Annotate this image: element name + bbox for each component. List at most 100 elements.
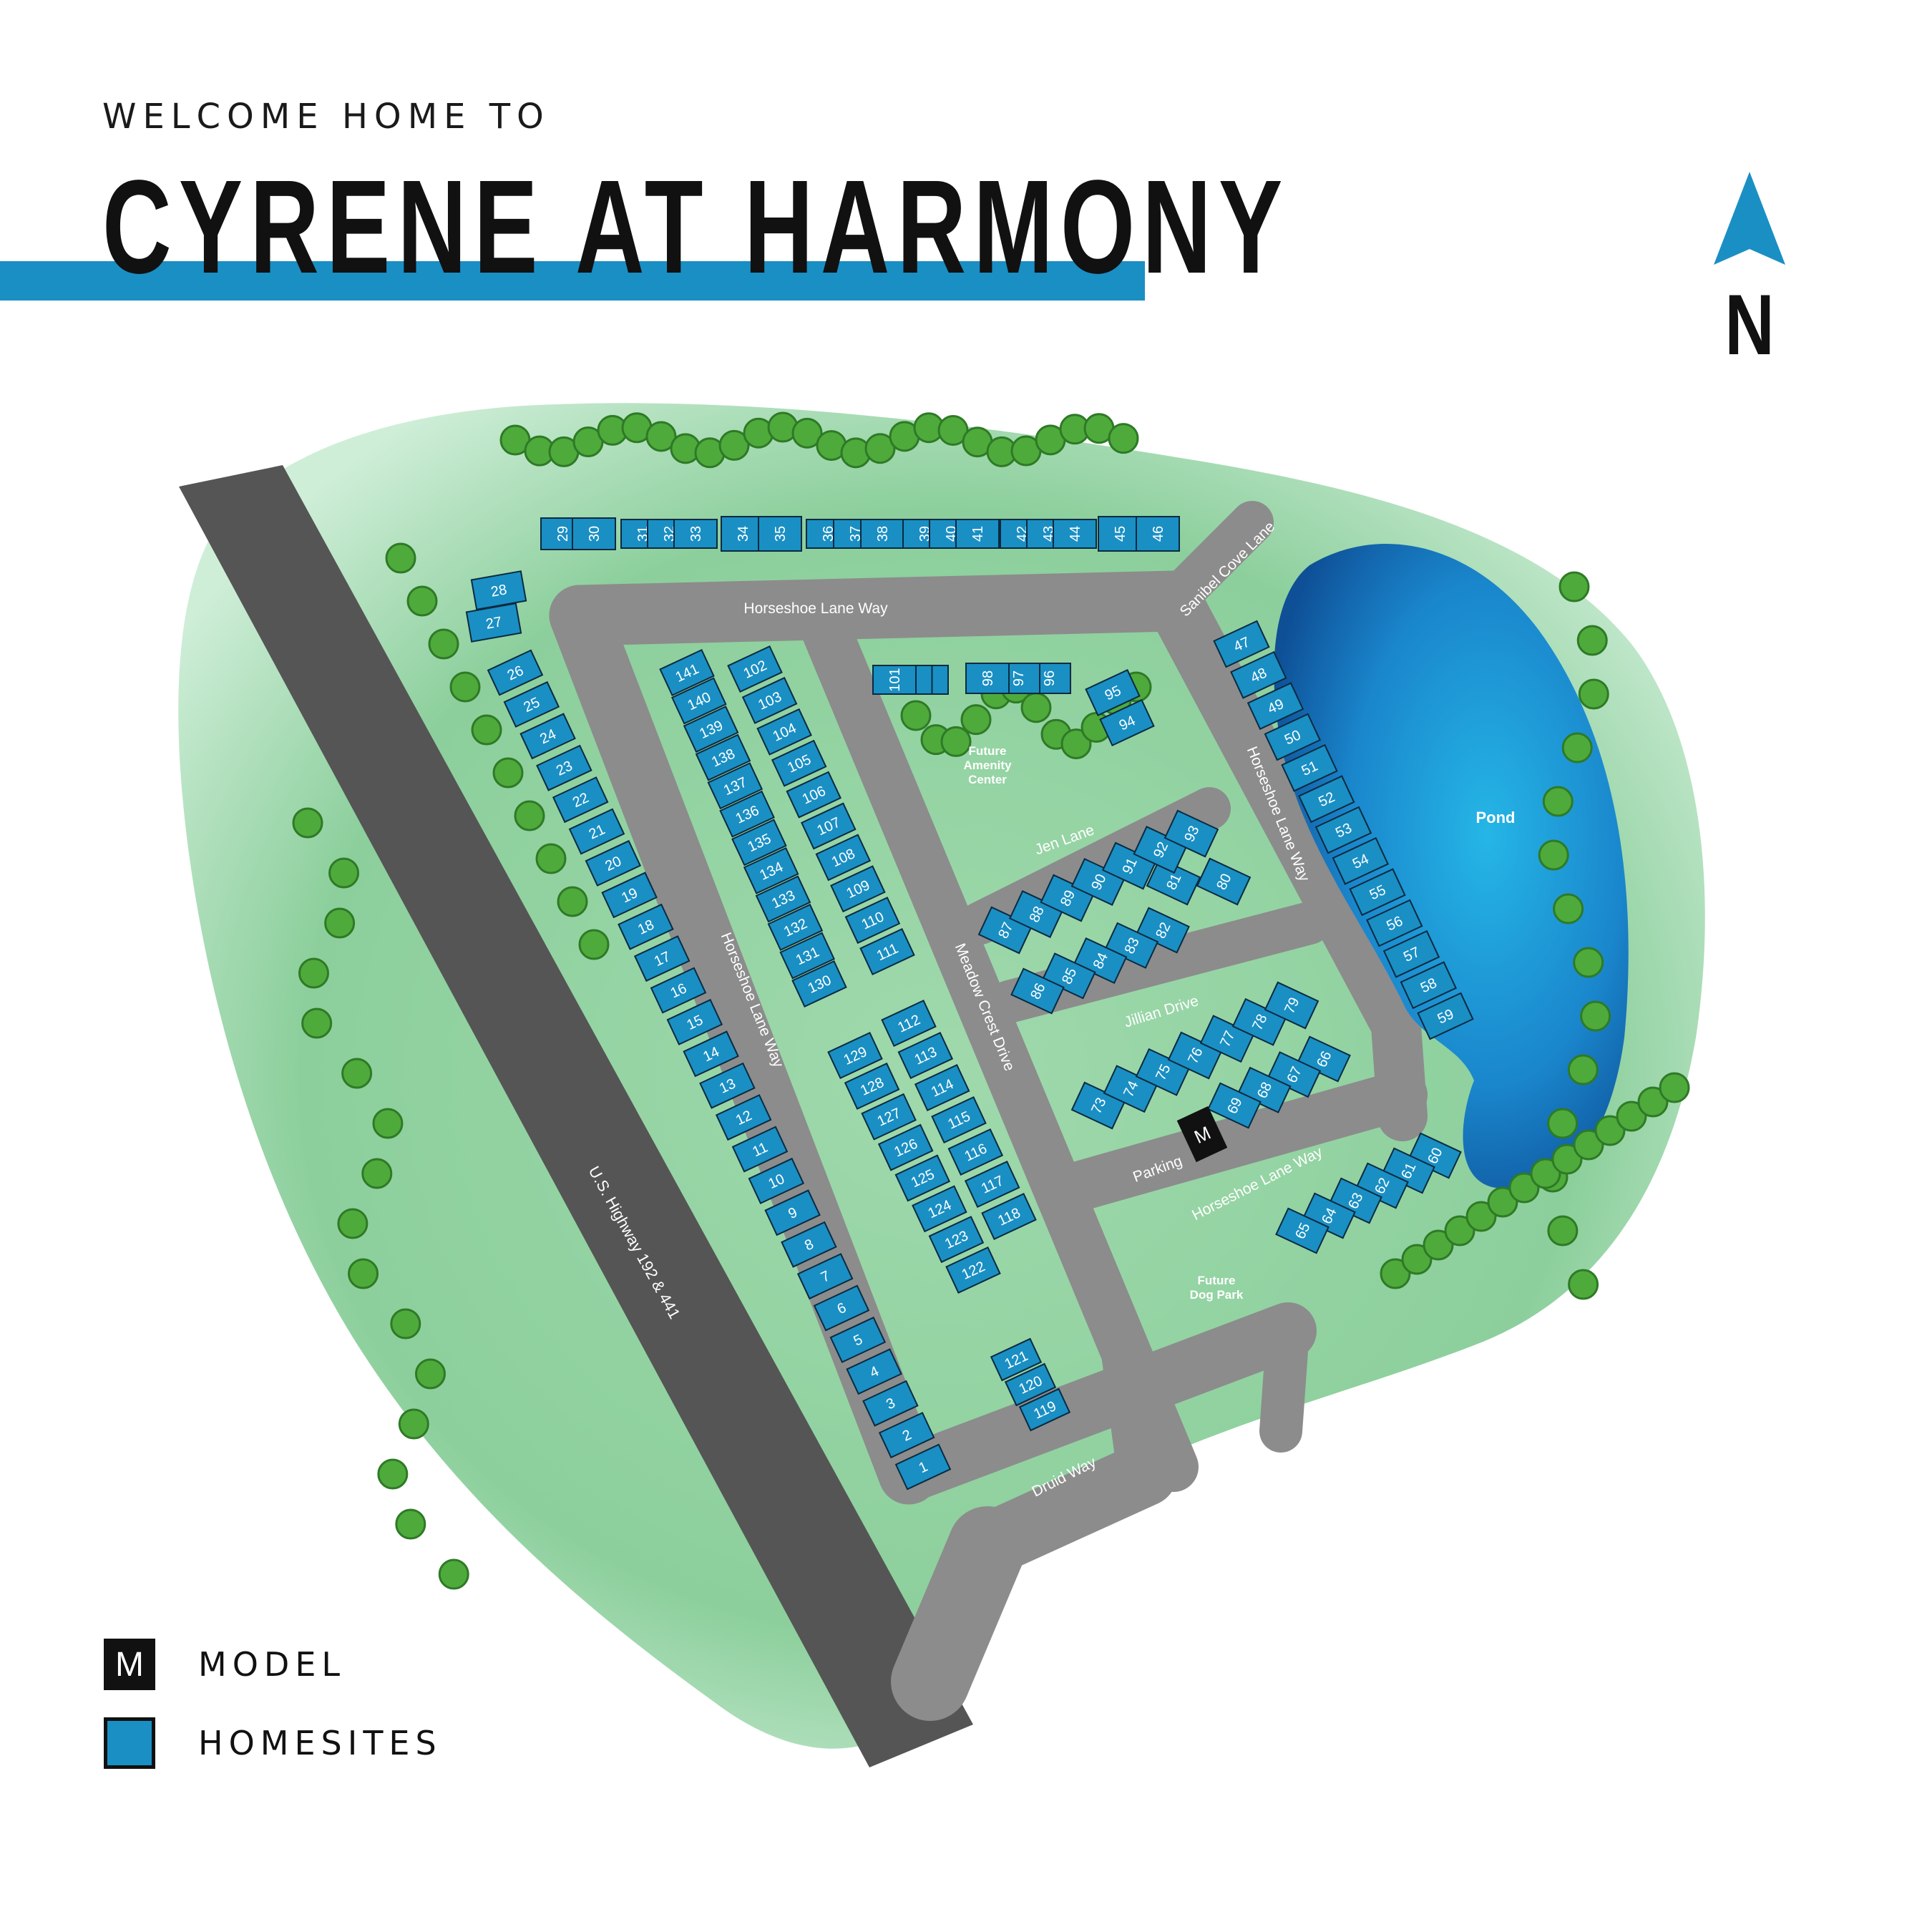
homesite-26[interactable]: 26 <box>487 649 544 696</box>
homesite-126[interactable]: 126 <box>877 1123 934 1171</box>
homesite-138[interactable]: 138 <box>695 733 751 781</box>
homesite-59[interactable]: 59 <box>1417 992 1474 1040</box>
homesite-106[interactable]: 106 <box>786 771 841 819</box>
homesite-91[interactable]: 91 <box>1102 841 1157 890</box>
homesite-9[interactable]: 9 <box>764 1189 821 1236</box>
homesite-57[interactable]: 57 <box>1382 930 1440 978</box>
homesite-49[interactable]: 49 <box>1246 682 1304 731</box>
homesite-118[interactable]: 118 <box>981 1193 1037 1240</box>
homesite-81[interactable]: 81 <box>1146 857 1201 906</box>
homesite-74[interactable]: 74 <box>1103 1065 1158 1113</box>
homesite-119[interactable]: 119 <box>1018 1387 1071 1432</box>
homesite-139[interactable]: 139 <box>683 706 739 753</box>
homesite-134[interactable]: 134 <box>743 847 799 894</box>
homesite-2[interactable]: 2 <box>878 1412 935 1459</box>
homesite-24[interactable]: 24 <box>519 713 576 760</box>
homesite-33[interactable]: 33 <box>673 519 718 549</box>
homesite-127[interactable]: 127 <box>861 1093 917 1141</box>
homesite-109[interactable]: 109 <box>830 865 886 913</box>
homesite-86[interactable]: 86 <box>1010 967 1065 1015</box>
homesite-108[interactable]: 108 <box>815 834 872 882</box>
homesite-69[interactable]: 69 <box>1207 1082 1262 1129</box>
homesite-19[interactable]: 19 <box>601 872 658 919</box>
homesite-104[interactable]: 104 <box>756 708 812 756</box>
homesite-10[interactable]: 10 <box>748 1157 805 1204</box>
homesite-23[interactable]: 23 <box>536 744 592 791</box>
homesite-8[interactable]: 8 <box>781 1221 837 1268</box>
homesite-124[interactable]: 124 <box>912 1185 967 1233</box>
homesite-122[interactable]: 122 <box>945 1246 1001 1294</box>
homesite-48[interactable]: 48 <box>1230 650 1287 699</box>
homesite-94[interactable]: 94 <box>1099 699 1155 746</box>
homesite-50[interactable]: 50 <box>1264 713 1321 761</box>
homesite-114[interactable]: 114 <box>914 1064 970 1111</box>
homesite-76[interactable]: 76 <box>1167 1031 1223 1080</box>
homesite-13[interactable]: 13 <box>699 1062 756 1109</box>
homesite-80[interactable]: 80 <box>1196 857 1252 906</box>
homesite-12[interactable]: 12 <box>715 1094 772 1141</box>
homesite-87[interactable]: 87 <box>977 906 1033 955</box>
homesite-93[interactable]: 93 <box>1163 809 1219 858</box>
homesite-73[interactable]: 73 <box>1070 1081 1126 1130</box>
homesite-88[interactable]: 88 <box>1009 890 1064 938</box>
homesite-123[interactable]: 123 <box>928 1216 985 1264</box>
homesite-53[interactable]: 53 <box>1314 806 1372 854</box>
homesite-121[interactable]: 121 <box>990 1337 1043 1382</box>
homesite-17[interactable]: 17 <box>633 935 691 982</box>
homesite-21[interactable]: 21 <box>568 808 625 855</box>
homesite-111[interactable]: 111 <box>859 928 915 975</box>
homesite-105[interactable]: 105 <box>771 739 827 787</box>
homesite-41[interactable]: 41 <box>955 519 1000 549</box>
homesite-7[interactable]: 7 <box>796 1253 854 1300</box>
homesite-64[interactable]: 64 <box>1302 1192 1356 1239</box>
homesite-128[interactable]: 128 <box>844 1062 900 1110</box>
homesite-132[interactable]: 132 <box>767 903 824 951</box>
homesite-56[interactable]: 56 <box>1366 899 1423 947</box>
homesite-20[interactable]: 20 <box>585 839 642 887</box>
homesite-130[interactable]: 130 <box>791 960 847 1008</box>
homesite-18[interactable]: 18 <box>618 903 674 950</box>
homesite-4[interactable]: 4 <box>846 1348 902 1395</box>
homesite-117[interactable]: 117 <box>964 1161 1020 1208</box>
homesite-95[interactable]: 95 <box>1085 669 1141 716</box>
homesite-101[interactable]: 101 <box>872 665 917 695</box>
homesite-35[interactable]: 35 <box>758 516 802 552</box>
homesite-79[interactable]: 79 <box>1264 981 1319 1030</box>
homesite-136[interactable]: 136 <box>719 790 775 838</box>
homesite-120[interactable]: 120 <box>1004 1362 1057 1407</box>
homesite-103[interactable]: 103 <box>741 676 798 724</box>
homesite-115[interactable]: 115 <box>931 1096 987 1143</box>
homesite-55[interactable]: 55 <box>1349 868 1406 917</box>
homesite-83[interactable]: 83 <box>1104 922 1159 969</box>
homesite-67[interactable]: 67 <box>1267 1051 1322 1098</box>
homesite-3[interactable]: 3 <box>862 1380 919 1427</box>
homesite-60[interactable]: 60 <box>1407 1132 1462 1179</box>
homesite-45[interactable]: 45 <box>1098 516 1142 552</box>
homesite-65[interactable]: 65 <box>1275 1207 1330 1254</box>
homesite-125[interactable]: 125 <box>894 1154 951 1202</box>
homesite-113[interactable]: 113 <box>897 1032 954 1079</box>
homesite-1[interactable]: 1 <box>894 1443 952 1491</box>
homesite-62[interactable]: 62 <box>1355 1162 1409 1209</box>
homesite-82[interactable]: 82 <box>1136 907 1190 954</box>
homesite-51[interactable]: 51 <box>1281 743 1338 792</box>
homesite-140[interactable]: 140 <box>671 677 727 725</box>
homesite-90[interactable]: 90 <box>1070 858 1126 906</box>
homesite-68[interactable]: 68 <box>1236 1066 1292 1113</box>
homesite-129[interactable]: 129 <box>827 1032 883 1079</box>
homesite-14[interactable]: 14 <box>683 1030 739 1078</box>
homesite-98[interactable]: 98 <box>965 663 1010 694</box>
homesite-107[interactable]: 107 <box>801 802 857 850</box>
homesite-58[interactable]: 58 <box>1400 961 1457 1010</box>
homesite-27[interactable]: 27 <box>465 602 522 643</box>
homesite-22[interactable]: 22 <box>552 776 609 824</box>
homesite-102[interactable]: 102 <box>727 645 783 693</box>
homesite-6[interactable]: 6 <box>813 1284 870 1332</box>
homesite-47[interactable]: 47 <box>1213 620 1270 668</box>
homesite-46[interactable]: 46 <box>1136 516 1180 552</box>
homesite-16[interactable]: 16 <box>650 967 707 1014</box>
homesite-75[interactable]: 75 <box>1135 1048 1191 1096</box>
homesite-141[interactable]: 141 <box>659 649 715 696</box>
homesite-25[interactable]: 25 <box>503 680 560 728</box>
homesite-30[interactable]: 30 <box>572 517 616 550</box>
